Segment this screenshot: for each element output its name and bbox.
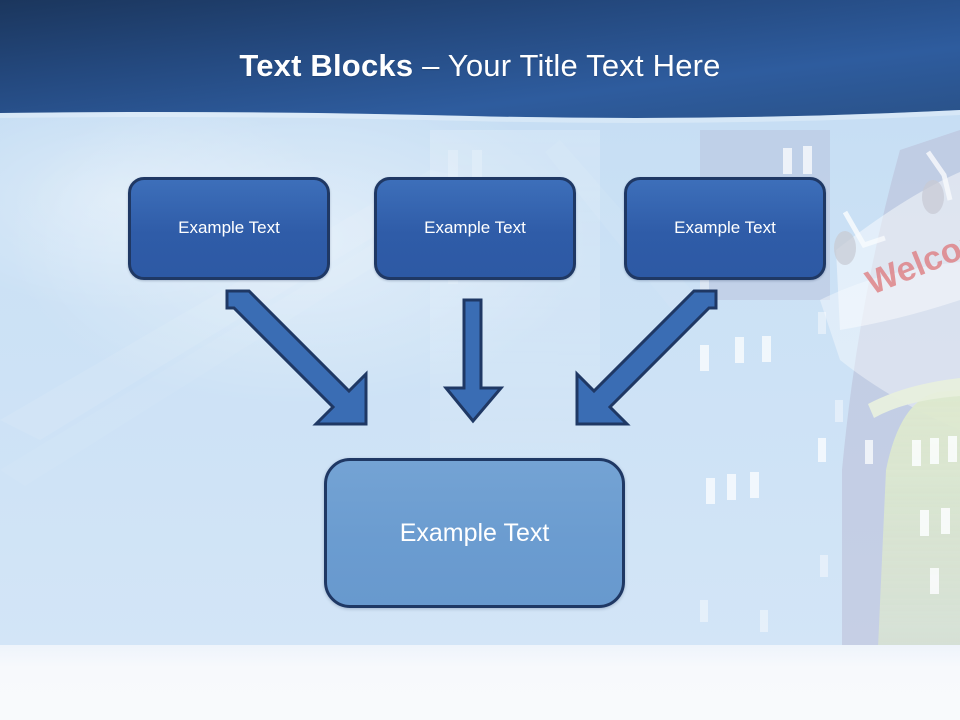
text-block-1[interactable]: Example Text	[128, 177, 330, 280]
page-title-separator: –	[413, 48, 448, 83]
text-block-2-label: Example Text	[424, 218, 526, 238]
text-block-3[interactable]: Example Text	[624, 177, 826, 280]
building-green	[868, 378, 960, 648]
text-block-1-label: Example Text	[178, 218, 280, 238]
page-title-bold: Text Blocks	[239, 48, 414, 83]
bottom-white-band	[0, 645, 960, 720]
result-text-block[interactable]: Example Text	[324, 458, 625, 608]
text-block-3-label: Example Text	[674, 218, 776, 238]
lamp-posts	[842, 150, 953, 249]
result-text-block-label: Example Text	[399, 519, 550, 547]
text-block-2[interactable]: Example Text	[374, 177, 576, 280]
page-title: Text Blocks – Your Title Text Here	[0, 48, 960, 84]
header-banner	[0, 0, 960, 123]
page-title-rest: Your Title Text Here	[447, 48, 721, 83]
